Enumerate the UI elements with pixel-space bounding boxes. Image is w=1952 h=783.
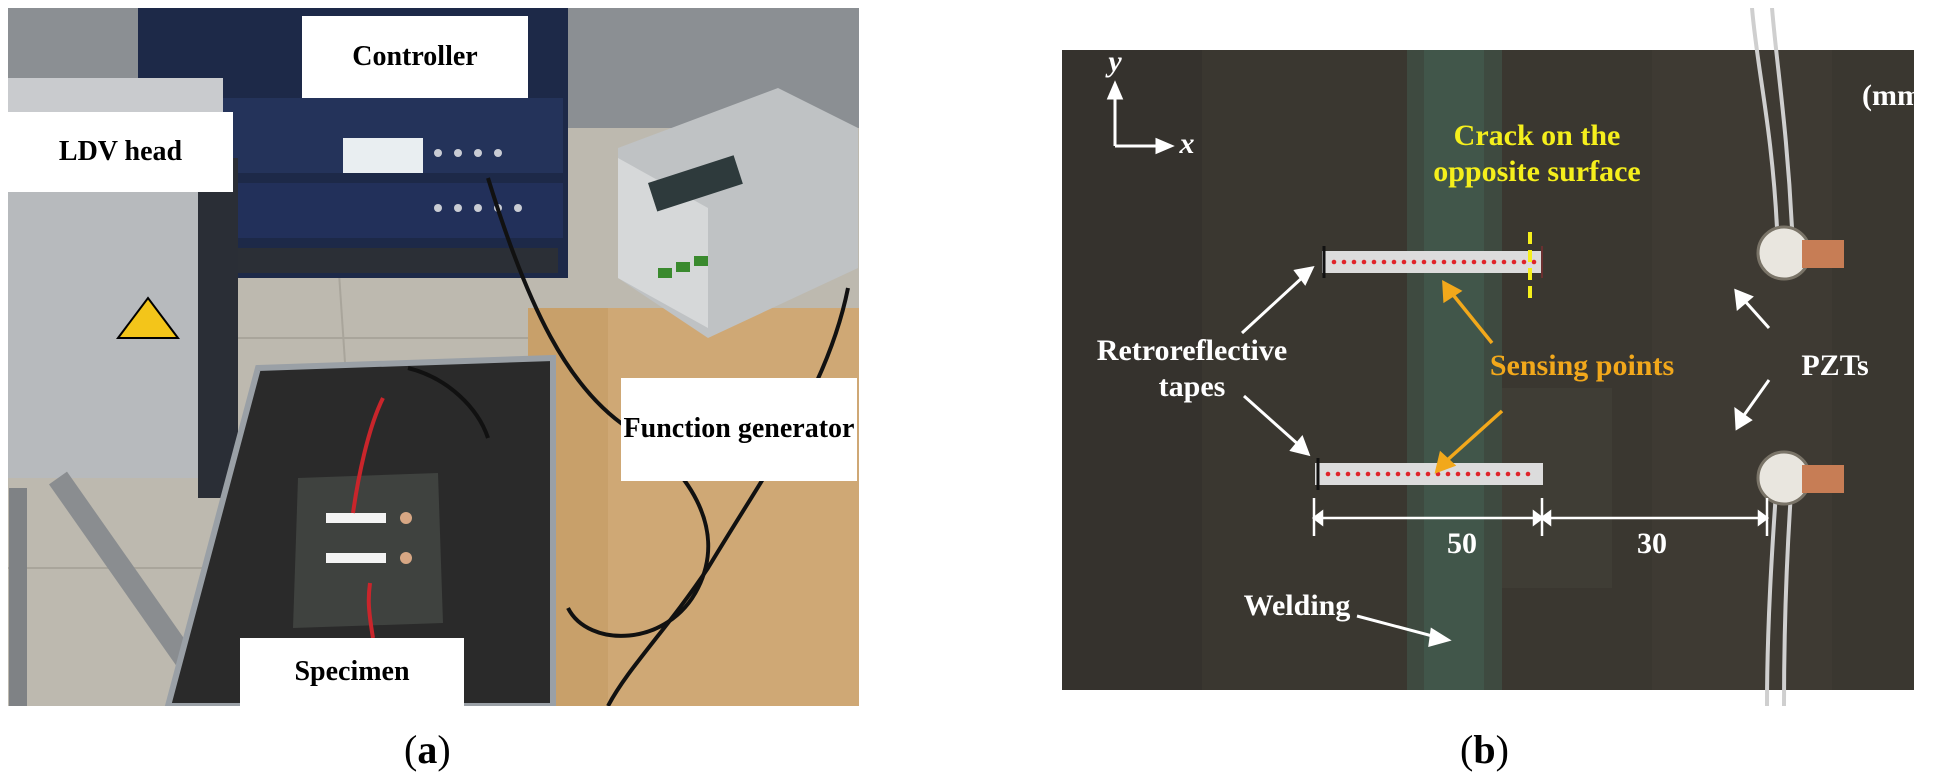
dimension-30-label: 30 [1637,527,1667,560]
caption-a: (a) [404,727,451,772]
panel-a-lab-setup-photo: Controller LDV head Function generator S… [8,8,859,706]
lab-setup-illustration [8,8,859,706]
axis-y-label: y [1108,45,1122,78]
sensing-points-label: Sensing points [1489,349,1675,382]
unit-label: (mm) [1862,79,1932,112]
caption-b: (b) [1460,727,1509,772]
dimension-50-label: 50 [1447,527,1477,560]
label-function-generator: Function generator [621,378,857,481]
pzts-label: PZTs [1801,349,1869,382]
panel-b-specimen-plate: (mm) y x Crack on the opposite surface R… [1032,8,1944,706]
crack-label: Crack on the opposite surface [1433,119,1641,188]
label-specimen: Specimen [240,638,464,706]
welding-label: Welding [1243,589,1351,622]
label-controller: Controller [302,16,528,98]
axis-x-label: x [1179,127,1195,160]
specimen-plate-illustration [1062,8,1914,706]
label-ldv-head: LDV head [8,112,233,192]
retroreflective-tapes-label: Retroreflective tapes [1096,334,1288,403]
